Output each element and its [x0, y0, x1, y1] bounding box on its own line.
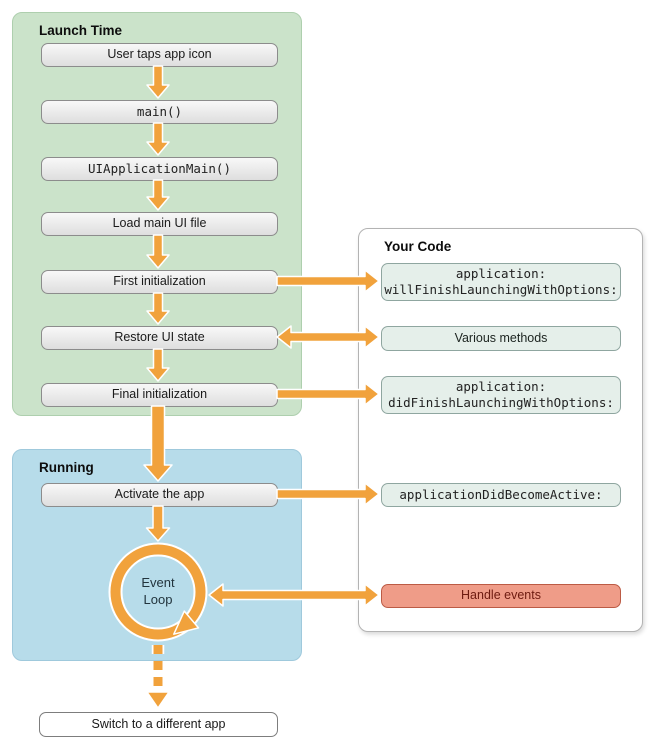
callback-various-methods: Various methods	[381, 326, 621, 351]
launch-time-title: Launch Time	[39, 23, 123, 38]
your-code-title: Your Code	[384, 239, 452, 254]
step-load-main-ui-file: Load main UI file	[41, 212, 278, 236]
callback-willfinishlaunching: application: willFinishLaunchingWithOpti…	[381, 263, 621, 301]
callback-handle-events: Handle events	[381, 584, 621, 608]
callback-didbecomeactive: applicationDidBecomeActive:	[381, 483, 621, 507]
step-uiapplicationmain: UIApplicationMain()	[41, 157, 278, 181]
panel-your-code: Your Code application: willFinishLaunchi…	[358, 228, 643, 632]
running-title: Running	[39, 460, 94, 475]
panel-launch-time: Launch Time User taps app icon main() UI…	[12, 12, 302, 416]
step-final-initialization: Final initialization	[41, 383, 278, 407]
step-first-initialization: First initialization	[41, 270, 278, 294]
step-main: main()	[41, 100, 278, 124]
step-user-taps-app-icon: User taps app icon	[41, 43, 278, 67]
panel-running: Running Activate the app	[12, 449, 302, 661]
step-activate-the-app: Activate the app	[41, 483, 278, 507]
event-loop-label: Event Loop	[141, 575, 175, 607]
step-switch-to-different-app: Switch to a different app	[39, 712, 278, 737]
callback-didfinishlaunching: application: didFinishLaunchingWithOptio…	[381, 376, 621, 414]
step-restore-ui-state: Restore UI state	[41, 326, 278, 350]
dashed-arrowhead-icon	[146, 691, 170, 709]
